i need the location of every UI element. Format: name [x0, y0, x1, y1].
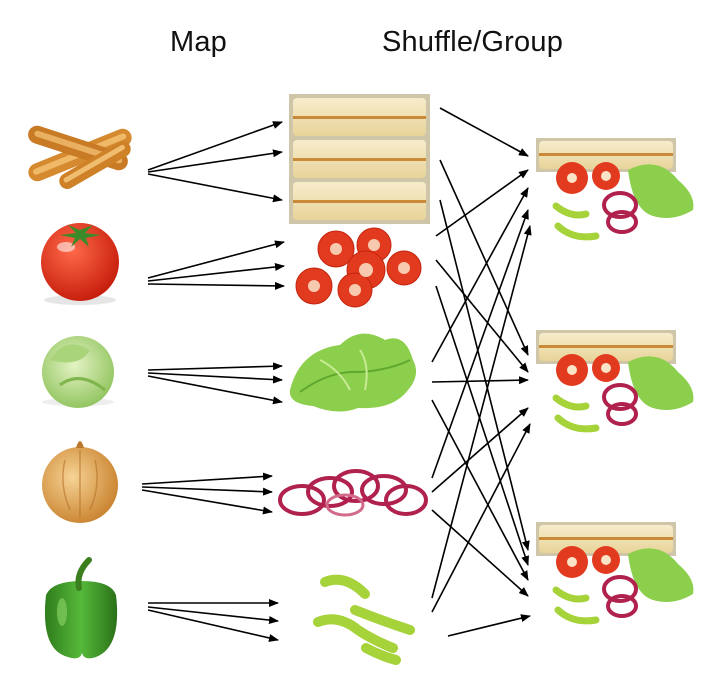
map-arrow	[147, 149, 283, 173]
shuffle-arrow	[439, 107, 529, 157]
shuffle-arrow	[431, 187, 529, 363]
onion-icon	[42, 441, 118, 523]
map-arrow	[147, 263, 285, 282]
map-arrow	[147, 372, 283, 384]
map-arrow	[147, 240, 285, 279]
shuffle-group-heading: Shuffle/Group	[382, 26, 564, 58]
shuffle-arrow	[435, 169, 529, 237]
bread-slice-2	[293, 140, 426, 178]
onion-rings	[278, 469, 428, 517]
bread-slice-1	[293, 98, 426, 136]
map-arrow	[141, 486, 273, 496]
bread-slices	[289, 94, 430, 224]
shuffle-arrow	[431, 376, 529, 385]
lettuce-icon	[42, 336, 114, 408]
shuffle-arrow	[435, 285, 529, 566]
map-arrow	[141, 472, 273, 485]
shuffle-arrow	[431, 407, 529, 493]
shuffle-arrow	[447, 614, 531, 637]
map-arrows	[141, 121, 285, 642]
lettuce-leaves	[289, 333, 417, 412]
bread-slice-3	[293, 182, 426, 220]
tomato-icon	[41, 223, 119, 305]
sandwich-group-1	[536, 138, 694, 241]
shuffle-arrow	[439, 159, 529, 356]
map-arrow	[147, 173, 283, 203]
map-arrow	[147, 606, 279, 625]
map-arrow	[147, 362, 283, 371]
baguette-icon	[28, 125, 132, 189]
map-arrow	[147, 121, 283, 171]
map-arrow	[147, 609, 279, 642]
shuffle-arrow	[431, 225, 532, 599]
tomato-slices	[295, 227, 422, 308]
map-arrow	[147, 375, 283, 405]
shuffle-arrow	[431, 423, 531, 613]
map-heading: Map	[170, 26, 228, 58]
map-arrow	[147, 281, 285, 290]
pepper-strips	[313, 574, 415, 665]
shuffle-arrow	[431, 399, 529, 581]
shuffle-arrow	[439, 199, 530, 551]
shuffle-arrow	[435, 259, 529, 373]
sandwich-group-3	[536, 522, 694, 625]
shuffle-arrow	[431, 509, 529, 597]
green-pepper-icon	[44, 557, 118, 659]
sandwich-group-2	[536, 330, 694, 433]
shuffle-arrows	[431, 107, 532, 637]
map-arrow	[141, 489, 273, 515]
shuffle-arrow	[431, 209, 529, 479]
